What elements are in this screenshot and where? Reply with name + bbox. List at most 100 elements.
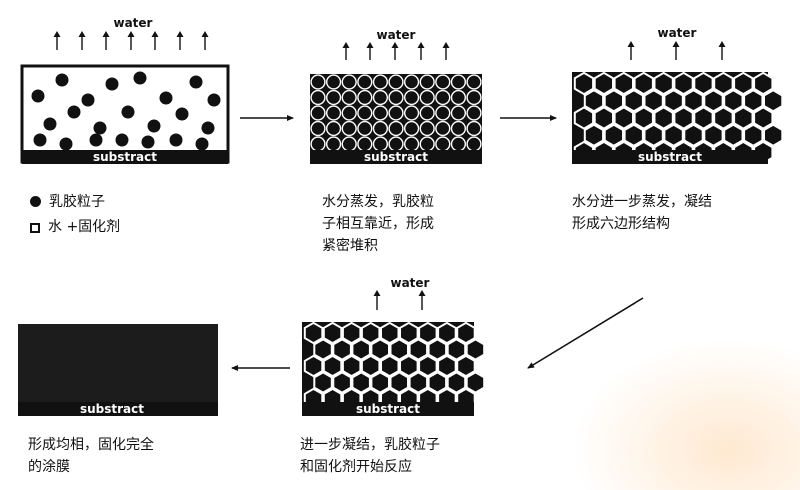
hexagon-cell [693,106,714,130]
packed-particle [404,105,420,121]
hexagon-cell [303,321,324,345]
hexagon-cell [380,321,400,345]
packed-particle [326,136,342,152]
stage3-substrate-label: substract [638,150,702,164]
stage2-water-arrows [342,42,450,60]
packed-particle [388,74,404,90]
hexagon-cell [351,371,371,394]
packed-particle [466,136,482,152]
hexagon-cell [683,123,704,147]
hexagon-cell [603,123,624,147]
packed-particle [341,136,357,152]
water-arrow-head [366,42,374,48]
hexagon-cell [437,321,457,345]
hexagon-cell [593,106,614,130]
packed-particle [435,105,451,121]
stage3-water-label: water [658,26,697,40]
hexagon-cell [399,354,419,378]
hexagon-cell [603,89,624,113]
packed-particle [326,105,342,121]
packed-particle [466,89,482,106]
packed-particle [357,89,373,106]
water-arrow-head [342,42,350,48]
caption-stage4: 进一步凝结，乳胶粒子 和固化剂开始反应 [300,434,440,478]
packed-particle [388,89,404,106]
legend-latex-label: 乳胶粒子 [49,194,105,210]
hexagon-cell [446,371,467,394]
hexagon-cell [673,71,694,96]
packed-particle [388,105,404,121]
latex-particle [33,133,47,147]
hexagon-cell [341,321,362,345]
water-arrow-head [78,31,86,37]
stage2-substrate [310,150,482,164]
packed-particle [357,74,373,90]
hexagon-cell [360,321,381,345]
stage5-substrate-label: substract [80,402,144,416]
hexagon-cell [653,71,674,96]
latex-particle [141,135,155,149]
stage3-panel: substract water [572,26,784,165]
packed-particle [341,89,357,106]
hexagon-cell [733,71,754,96]
caption-stage5-line1: 形成均相，固化完全 [28,437,154,453]
hexagon-cell [713,106,734,130]
hexagon-cell [763,89,784,113]
packed-particle [326,74,342,90]
hexagon-cell [753,106,774,130]
hexagon-cell [723,89,744,113]
hexagon-cell [370,371,390,394]
hexagon-cell [313,338,333,361]
caption-stage4-line1: 进一步凝结，乳胶粒子 [300,437,440,453]
background-glow [560,330,800,490]
hexagon-cell [633,106,654,130]
hexagon-cell [465,371,486,394]
hexagon-cell [322,321,343,345]
latex-particle [31,89,45,103]
stage4-substrate-label: substract [356,402,420,416]
hexagon-cell [733,106,754,130]
latex-particle [159,91,173,105]
hexagon-cell [663,89,684,113]
hexagon-cell [703,123,724,147]
hexagon-cell [693,71,714,96]
hexagon-cell [399,321,419,345]
hexagon-cell [623,89,644,113]
hexagon-cell [683,89,704,113]
packed-particle [372,89,389,106]
hexagon-cell [351,338,371,361]
stage2-packed-particles [310,74,482,152]
hexagon-cell [418,354,438,378]
water-arrow-head [627,41,635,47]
legend-water-curing-label: 水 +固化剂 [48,219,121,235]
stage5-substrate [18,402,218,416]
water-arrow-head [151,31,159,37]
hexagon-cell [456,354,476,378]
stage4-hexagon-structure [303,321,486,411]
caption-stage4-line2: 和固化剂开始反应 [300,459,412,475]
hexagon-cell [743,89,764,113]
latex-particle [43,117,57,131]
water-arrow-head [442,42,450,48]
packed-particle [372,74,389,90]
hexagon-cell [763,123,784,147]
packed-particle [404,136,420,152]
hexagon-cell [446,338,467,361]
stage1-water-label: water [114,16,153,30]
water-arrow-head [373,290,381,296]
hexagon-cell [713,71,734,96]
packed-particle [326,120,342,137]
latex-particle [115,133,129,147]
caption-stage5: 形成均相，固化完全 的涂膜 [28,434,154,478]
stage1-substrate-label: substract [93,150,157,164]
stage4-panel: substract water [302,276,486,416]
hexagon-cell [370,338,390,361]
packed-particle [372,105,389,121]
hexagon-cell [673,106,694,130]
packed-particle [419,105,435,121]
water-arrow-head [418,290,426,296]
hexagon-cell [653,106,674,130]
hexagon-cell [465,338,486,361]
caption-stage5-line2: 的涂膜 [28,459,70,475]
